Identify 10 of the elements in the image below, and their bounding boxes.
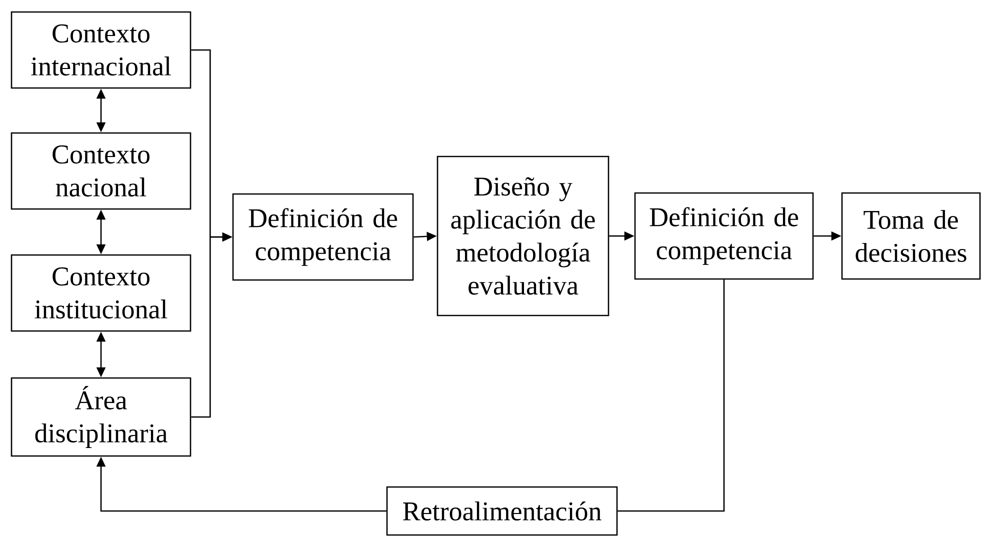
- connector-line: [618, 280, 725, 512]
- process-box: Toma de decisiones: [841, 192, 981, 280]
- process-box: Diseño y aplicación de metodología evaluativa: [436, 156, 610, 316]
- context-box: Contexto internacional: [10, 11, 192, 89]
- process-box: Definición de competencia: [634, 192, 814, 280]
- context-box: Contexto nacional: [10, 132, 192, 210]
- context-box: Contexto institucional: [10, 254, 192, 332]
- feedback-box: Retroalimentación: [386, 486, 618, 536]
- process-box: Definición de competencia: [232, 193, 414, 281]
- area-box: Área disciplinaria: [10, 377, 192, 457]
